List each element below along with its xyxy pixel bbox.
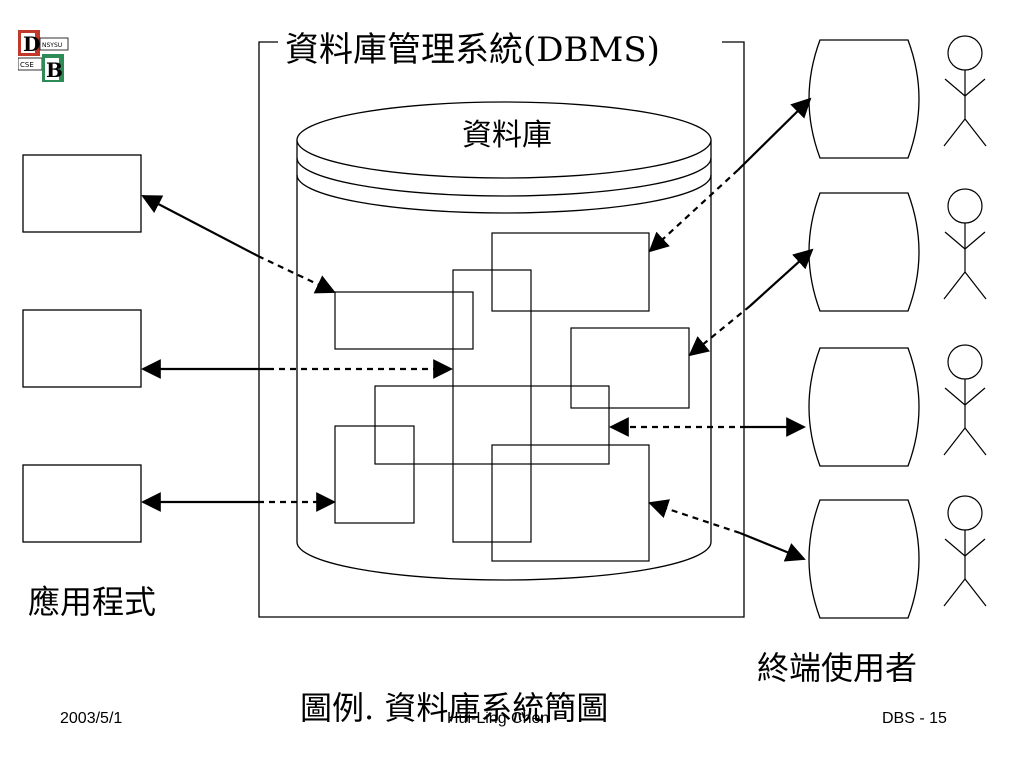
application-box-3	[22, 464, 142, 543]
application-boxes	[22, 154, 142, 543]
data-box-1	[491, 232, 650, 312]
application-box-2	[22, 309, 142, 388]
dbms-title: 資料庫管理系統(DBMS)	[281, 30, 664, 70]
end-users-label: 終端使用者	[757, 649, 918, 687]
data-box-4	[570, 327, 690, 409]
dbms-frame	[258, 41, 745, 618]
arrow-app1-to-database	[141, 195, 336, 294]
stick-figure-icon	[943, 495, 987, 607]
footer-date: 2003/5/1	[60, 710, 123, 727]
footer-page-number: DBS - 15	[882, 710, 947, 727]
stick-figure-icon	[943, 188, 987, 300]
terminal-4	[808, 499, 920, 619]
data-box-6	[334, 425, 415, 524]
arrow-terminal4-to-database	[648, 499, 806, 562]
terminal-2	[808, 192, 920, 312]
end-user-figures	[943, 35, 987, 607]
stick-figure-icon	[943, 344, 987, 456]
terminal-1	[808, 39, 920, 159]
database-cylinder	[296, 101, 712, 581]
logo-letter-b: B	[46, 58, 63, 82]
connection-arrows	[141, 97, 814, 562]
data-box-2	[334, 291, 474, 350]
terminal-3	[808, 347, 920, 467]
application-box-1	[22, 154, 142, 233]
logo-tag-left: CSE	[20, 61, 34, 69]
logo-tag-top: NSYSU	[42, 42, 62, 49]
nsysu-cse-db-logo: D NSYSU CSE B	[18, 30, 69, 82]
arrow-terminal1-to-database	[648, 97, 812, 253]
logo-letter-d: D	[23, 32, 40, 56]
figure-caption: 圖例. 資料庫系統簡圖	[300, 689, 609, 727]
terminal-shapes	[808, 39, 920, 619]
stick-figure-icon	[943, 35, 987, 147]
arrow-terminal2-to-database	[688, 248, 814, 357]
applications-label: 應用程式	[28, 583, 157, 621]
footer-author: Hui-Ling Chen	[447, 710, 550, 727]
database-label: 資料庫	[462, 118, 552, 153]
